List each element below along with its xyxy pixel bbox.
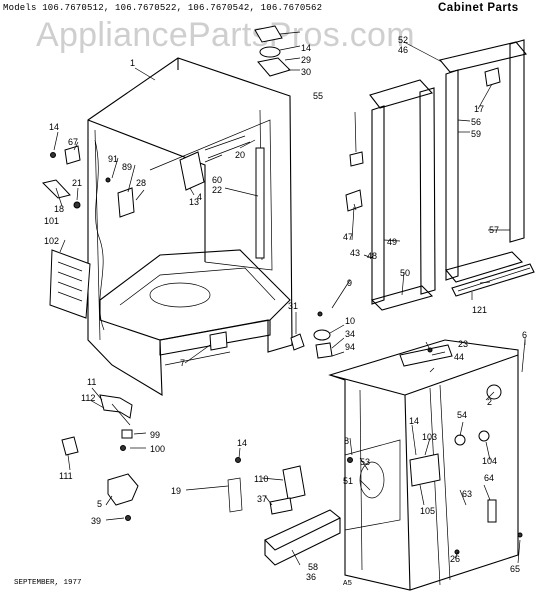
part-label: 58 [308, 562, 318, 572]
part-label: 13 [189, 197, 199, 207]
part-label: 63 [462, 489, 472, 499]
part-label: 23 [458, 339, 468, 349]
part-label: 67 [68, 137, 78, 147]
part-label: 29 [301, 55, 311, 65]
base-parts [227, 457, 342, 566]
part-label: 34 [345, 329, 355, 339]
part-label: 47 [343, 232, 353, 242]
part-label: 56 [471, 117, 481, 127]
part-label: 48 [367, 251, 377, 261]
part-label: 19 [171, 486, 181, 496]
part-label: 22 [212, 185, 222, 195]
part-label: 99 [150, 430, 160, 440]
part-label: 1 [130, 58, 135, 68]
part-label: 100 [150, 444, 165, 454]
part-label: 57 [489, 225, 499, 235]
section-title: Cabinet Parts [438, 2, 519, 14]
part-label: 91 [108, 154, 118, 164]
part-label: 112 [81, 393, 95, 403]
part-label: 49 [387, 237, 397, 247]
part-label: 105 [420, 506, 435, 516]
part-label: 46 [398, 45, 408, 55]
part-label: 9 [347, 278, 352, 288]
part-label: 65 [510, 564, 520, 574]
part-label: 20 [235, 150, 245, 160]
part-label: 18 [54, 204, 64, 214]
part-label: 8 [344, 436, 349, 446]
part-label: 30 [301, 67, 311, 77]
part-label: 39 [91, 516, 101, 526]
part-label: 121 [472, 305, 487, 315]
part-label: 64 [484, 473, 494, 483]
part-label: 2 [487, 397, 492, 407]
part-label: 60 [212, 175, 222, 185]
part-label: 52 [398, 35, 408, 45]
part-label: 26 [450, 554, 460, 564]
part-label: 10 [345, 316, 355, 326]
part-label: 31 [288, 301, 298, 311]
part-label: 104 [482, 456, 497, 466]
part-label: 6 [522, 330, 527, 340]
part-label: 7 [180, 358, 185, 368]
part-label: 89 [122, 162, 132, 172]
part-label: 51 [343, 476, 353, 486]
part-labels: 1 2 4 5 6 7 8 9 10 11 13 14 14 14 14 17 … [44, 35, 527, 582]
right-cabinet-shell [328, 339, 526, 591]
part-label: 53 [360, 457, 370, 467]
part-label: 110 [254, 474, 268, 484]
part-label: 4 [197, 192, 202, 202]
part-label: 37 [257, 494, 267, 504]
part-label: 59 [471, 129, 481, 139]
part-label: 14 [301, 43, 311, 53]
watermark: AppliancePartsPros.com [36, 16, 415, 54]
part-label: 102 [44, 236, 59, 246]
part-label: 43 [350, 248, 360, 258]
part-label: 14 [237, 438, 247, 448]
part-label: 44 [454, 352, 464, 362]
part-label: 5 [97, 499, 102, 509]
part-label: 54 [457, 410, 467, 420]
part-label: 103 [422, 432, 437, 442]
part-label: 21 [72, 178, 82, 188]
part-label: 14 [49, 122, 59, 132]
part-label: 14 [409, 416, 419, 426]
footer-date: SEPTEMBER, 1977 [14, 579, 82, 587]
models-header: Models 106.7670512, 106.7670522, 106.767… [3, 3, 323, 13]
part-label: 17 [474, 104, 484, 114]
part-label: 55 [313, 91, 323, 101]
door-liner-frames [369, 39, 535, 311]
part-label: 111 [59, 471, 73, 481]
part-label: 50 [400, 268, 410, 278]
part-label: 11 [87, 377, 96, 387]
part-label: 101 [44, 216, 59, 226]
part-label: 94 [345, 342, 355, 352]
footer-page-code: A5 [343, 580, 353, 588]
part-label: 36 [306, 572, 316, 582]
callout-lines [53, 31, 526, 566]
part-label: 28 [136, 178, 146, 188]
left-side-parts [42, 145, 228, 521]
left-cabinet-shell [87, 57, 293, 396]
center-parts [179, 25, 364, 359]
